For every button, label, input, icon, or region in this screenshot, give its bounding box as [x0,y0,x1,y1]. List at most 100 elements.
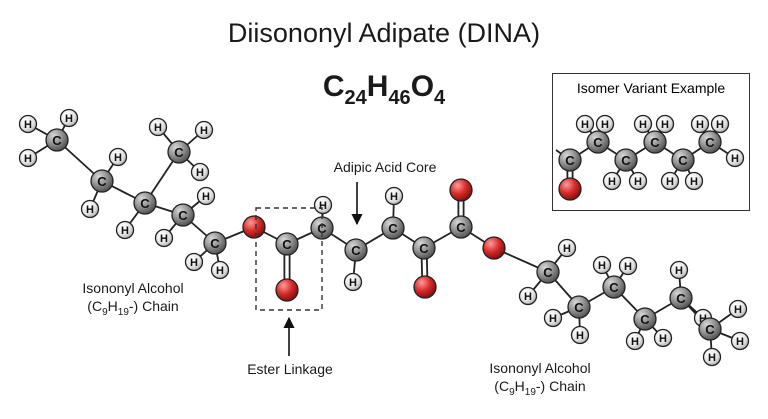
carbon-symbol: C [140,196,150,211]
ester-linkage-box [255,207,323,311]
hydrogen-atom: H [384,186,404,206]
formula-h-count: 46 [388,87,411,109]
carbon-symbol: C [565,153,575,168]
hydrogen-symbol: H [24,119,32,131]
hydrogen-symbol: H [196,167,204,179]
carbon-atom: C [643,130,667,154]
ester-linkage-label: Ester Linkage [247,361,333,377]
carbon-atom: C [412,236,436,260]
hydrogen-atom: H [210,260,230,280]
hydrogen-atom: H [730,331,750,351]
carbon-atom: C [536,260,560,284]
carbon-symbol: C [174,145,184,160]
hydrogen-atom: H [59,108,79,128]
carbon-symbol: C [419,241,429,256]
hydrogen-symbol: H [319,200,327,212]
carbon-symbol: C [650,135,660,150]
hydrogen-symbol: H [65,113,73,125]
carbon-symbol: C [282,237,292,252]
hydrogen-atom: H [653,328,673,348]
carbon-symbol: C [676,291,686,306]
hydrogen-atom: H [154,228,174,248]
carbon-atom: C [698,317,722,341]
carbon-atom: C [671,148,695,172]
hydrogen-symbol: H [639,119,647,131]
carbon-atom: C [203,231,227,255]
formula-o: O [410,70,435,103]
hydrogen-symbol: H [598,260,606,272]
hydrogen-atom: H [595,114,615,134]
hydrogen-symbol: H [666,176,674,188]
hydrogen-symbol: H [160,233,168,245]
formula-c: C [322,70,345,103]
right-chain-label-line1: Isononyl Alcohol [489,360,591,376]
formula-o-count: 4 [434,87,446,109]
hydrogen-atom: H [660,171,680,191]
carbon-symbol: C [609,280,619,295]
molecular-formula: C24H46O4 [0,70,768,110]
hydrogen-symbol: H [190,257,198,269]
hydrogen-atom: H [684,171,704,191]
carbon-symbol: C [456,220,466,235]
carbon-atom: C [698,130,722,154]
carbon-symbol: C [52,133,62,148]
right-chain-label-line2: (C9H19-) Chain [494,378,586,398]
carbon-atom: C [344,238,368,262]
left-chain-label-line2: (C9H19-) Chain [87,298,179,318]
carbon-symbol: C [97,174,107,189]
hydrogen-atom: H [725,148,745,168]
hydrogen-symbol: H [121,225,129,237]
hydrogen-symbol: H [661,119,669,131]
hydrogen-atom: H [18,148,38,168]
hydrogen-atom: H [710,114,730,134]
carbon-atom: C [90,169,114,193]
inset-title: Isomer Variant Example [576,80,726,96]
formula-c-count: 24 [344,87,367,109]
hydrogen-atom: H [557,238,577,258]
hydrogen-atom: H [702,347,722,367]
hydrogen-symbol: H [675,265,683,277]
hydrogen-symbol: H [699,313,707,325]
hydrogen-atom: H [343,272,363,292]
hydrogen-atom: H [80,199,100,219]
hydrogen-atom: H [115,220,135,240]
oxygen-atom [558,177,582,201]
hydrogen-atom: H [618,256,638,276]
carbon-atom: C [381,216,405,240]
hydrogen-atom: H [655,114,675,134]
hydrogen-symbol: H [634,176,642,188]
hydrogen-atom: H [194,120,214,140]
hydrogen-atom: H [728,299,748,319]
carbon-atom: C [167,140,191,164]
hydrogen-atom: H [592,255,612,275]
carbon-symbol: C [678,153,688,168]
oxygen-atom [242,215,266,239]
carbon-symbol: C [593,135,603,150]
hydrogen-atom: H [148,117,168,137]
hydrogen-symbol: H [716,119,724,131]
hydrogen-symbol: H [731,153,739,165]
hydrogen-symbol: H [601,119,609,131]
hydrogen-symbol: H [200,125,208,137]
carbon-atom: C [449,215,473,239]
hydrogen-atom: H [190,162,210,182]
hydrogen-atom: H [628,171,648,191]
hydrogen-symbol: H [708,352,716,364]
carbon-atom: C [275,232,299,256]
carbon-symbol: C [388,221,398,236]
hydrogen-atom: H [625,331,645,351]
carbon-atom: C [633,307,657,331]
carbon-atom: C [669,286,693,310]
right-chain-label: Isononyl Alcohol (C9H19-) Chain [465,359,615,402]
hydrogen-atom: H [18,114,38,134]
hydrogen-symbol: H [86,204,94,216]
hydrogen-symbol: H [736,336,744,348]
carbon-symbol: C [640,312,650,327]
carbon-atom: C [602,275,626,299]
hydrogen-atom: H [196,186,216,206]
hydrogen-atom: H [633,114,653,134]
oxygen-atom [449,178,473,202]
hydrogen-atom: H [543,308,563,328]
